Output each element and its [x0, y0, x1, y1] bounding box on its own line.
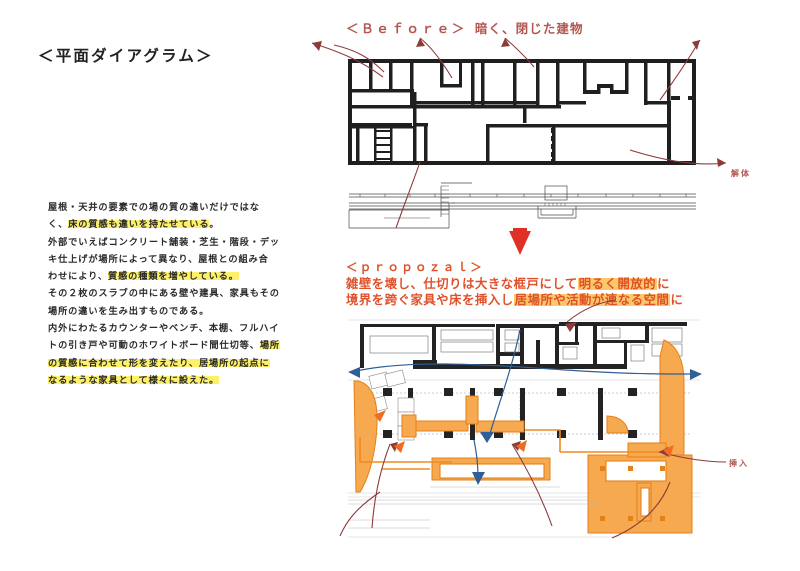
- proposal-line2-highlight: 居場所や活動が連なる空間: [513, 293, 671, 307]
- annotation-demolition: 解体: [731, 169, 751, 178]
- description-line-11: なるような家具として様々に設えた。: [48, 372, 300, 389]
- description-line-10-highlight: の質感に合わせて形を変えたり、居場所の起点に: [48, 357, 270, 368]
- description-line-4: キ仕上げが場所によって異なり、屋根との組み合: [48, 253, 269, 264]
- description-line-3: 外部でいえばコンクリート舗装・芝生・階段・デッ: [48, 236, 281, 247]
- proposal-line1-a: 雑壁を壊し、仕切りは大きな框戸にして: [346, 277, 578, 291]
- description-line-7: 場所の違いを生み出すものである。: [48, 305, 210, 316]
- circulation-arrow: [351, 363, 701, 375]
- description-line-2-highlight: 床の質感も違いを持たせている: [68, 219, 210, 230]
- proposal-line2-b: に: [670, 293, 684, 307]
- description-line-9-highlight: 場所: [259, 340, 281, 351]
- annotation-insertion: 挿入: [729, 459, 749, 468]
- proposal-caption-line-1: 雑壁を壊し、仕切りは大きな框戸にして明るく開放的に: [346, 276, 686, 292]
- description-line-9: トの引き戸や可動のホワイトボード間仕切等、場所: [48, 337, 300, 354]
- before-caption: 暗く、閉じた建物: [474, 22, 584, 36]
- description-line-8: 内外にわたるカウンターやベンチ、本棚、フルハイ: [48, 323, 280, 334]
- description-line-10: の質感に合わせて形を変えたり、居場所の起点に: [48, 355, 300, 372]
- description-line-5-a: わせにより、: [48, 271, 108, 282]
- proposal-caption-line-2: 境界を跨ぐ家具や床を挿入し居場所や活動が連なる空間に: [346, 292, 686, 308]
- description-line-5: わせにより、質感の種類を増やしている。: [48, 268, 300, 285]
- page-title: ＜平面ダイアグラム＞: [38, 48, 214, 65]
- before-tag: ＜Ｂｅｆｏｒｅ＞: [346, 22, 467, 36]
- proposal-line1-highlight: 明るく開放的: [577, 277, 658, 291]
- description-paragraph: 屋根・天井の要素での場の質の違いだけではな く、床の質感も違いを持たせている。 …: [48, 199, 300, 389]
- description-line-2-b: 。: [209, 219, 220, 230]
- description-line-6: その２枚のスラブの中にある壁や建具、家具もその: [48, 288, 280, 299]
- proposal-line2-a: 境界を跨ぐ家具や床を挿入し: [346, 293, 514, 307]
- proposal-tag: ＜ｐｒｏｐｏｚａｌ＞: [346, 262, 484, 274]
- description-line-9-a: トの引き戸や可動のホワイトボード間仕切等、: [48, 340, 260, 351]
- radiating-arrow: [311, 42, 384, 78]
- description-line-2: く、床の質感も違いを持たせている。: [48, 216, 300, 233]
- description-line-1: 屋根・天井の要素での場の質の違いだけではな: [48, 202, 260, 212]
- description-line-11-highlight: なるような家具として様々に設えた。: [48, 374, 220, 385]
- circulation-arrow: [487, 329, 521, 441]
- description-line-2-a: く、: [48, 219, 69, 230]
- proposal-caption: 雑壁を壊し、仕切りは大きな框戸にして明るく開放的に 境界を跨ぐ家具や床を挿入し居…: [346, 276, 686, 308]
- before-heading: ＜Ｂｅｆｏｒｅ＞ 暗く、閉じた建物: [346, 18, 584, 37]
- description-line-5-highlight: 質感の種類を増やしている。: [107, 271, 239, 282]
- circulation-arrow: [473, 439, 479, 483]
- proposal-line1-b: に: [657, 277, 671, 291]
